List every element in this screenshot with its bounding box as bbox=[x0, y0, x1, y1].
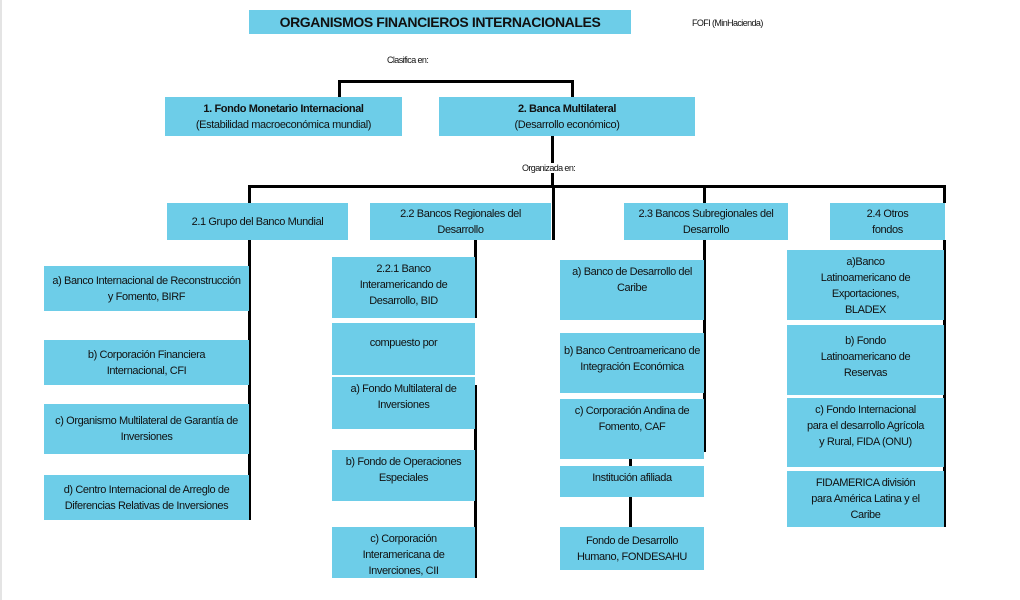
chart-title: ORGANISMOS FINANCIEROS INTERNACIONALES bbox=[279, 14, 601, 30]
list-item: c) Corporación Interamericana de Inverci… bbox=[332, 527, 475, 578]
item-label: a)Banco Latinoamericano de Exportaciones… bbox=[820, 256, 911, 316]
group-label: 2.3 Bancos Subregionales del Desarrollo bbox=[638, 207, 774, 236]
group-bancos-subregionales: 2.3 Bancos Subregionales del Desarrollo bbox=[624, 203, 788, 240]
list-item: d) Centro Internacional de Arreglo de Di… bbox=[44, 475, 249, 520]
item-label: c) Corporación Andina de Fomento, CAF bbox=[574, 405, 690, 433]
connector bbox=[248, 240, 251, 520]
item-label: b) Banco Centroamericano de Integración … bbox=[564, 345, 700, 373]
item-label: Fondo de Desarrollo Humano, FONDESAHU bbox=[577, 534, 687, 563]
connector bbox=[552, 185, 555, 240]
organized-label: Organizada en: bbox=[522, 163, 576, 173]
item-label: a) Banco de Desarrollo del Caribe bbox=[572, 266, 692, 294]
item-label: Institución afiliada bbox=[592, 472, 672, 484]
connector bbox=[474, 240, 477, 318]
list-item: a) Banco de Desarrollo del Caribe bbox=[560, 260, 704, 320]
item-label: c) Corporación Interamericana de Inverci… bbox=[362, 533, 445, 577]
connector bbox=[474, 385, 477, 578]
connector bbox=[248, 185, 946, 188]
group-label: 2.2 Bancos Regionales del Desarrollo bbox=[400, 207, 521, 236]
connector bbox=[338, 80, 574, 83]
list-item: c) Organismo Multilateral de Garantía de… bbox=[44, 404, 249, 454]
list-item: a) Fondo Multilateral de Inversiones bbox=[332, 377, 475, 429]
list-item: FIDAMERICA división para América Latina … bbox=[787, 471, 944, 527]
connector bbox=[571, 80, 574, 97]
list-item: 2.2.1 Banco Interamericando de Desarroll… bbox=[332, 257, 475, 318]
connector bbox=[943, 240, 946, 527]
list-item: b) Corporación Financiera Internacional,… bbox=[44, 340, 249, 385]
box-fmi-title: 1. Fondo Monetario Internacional bbox=[203, 102, 364, 115]
list-item: compuesto por bbox=[332, 323, 475, 375]
item-label: d) Centro Internacional de Arreglo de Di… bbox=[63, 483, 230, 512]
list-item: Fondo de Desarrollo Humano, FONDESAHU bbox=[560, 527, 704, 570]
group-bancos-regionales: 2.2 Bancos Regionales del Desarrollo bbox=[370, 203, 551, 240]
list-item: a) Banco Internacional de Reconstrucción… bbox=[44, 266, 249, 311]
box-banca-subtitle: (Desarrollo económico) bbox=[514, 118, 620, 131]
connector bbox=[338, 80, 341, 97]
connector bbox=[943, 185, 946, 203]
connector bbox=[551, 136, 554, 188]
connector bbox=[703, 240, 706, 452]
list-item: b) Banco Centroamericano de Integración … bbox=[560, 333, 704, 393]
group-label: 2.1 Grupo del Banco Mundial bbox=[191, 215, 324, 228]
list-item: c) Fondo Internacional para el desarroll… bbox=[787, 398, 944, 467]
item-label: compuesto por bbox=[369, 337, 438, 349]
list-item: Institución afiliada bbox=[560, 466, 704, 497]
box-fmi: 1. Fondo Monetario Internacional (Estabi… bbox=[165, 97, 402, 136]
item-label: b) Fondo de Operaciones Especiales bbox=[345, 456, 462, 484]
group-banco-mundial: 2.1 Grupo del Banco Mundial bbox=[167, 203, 348, 240]
item-label: 2.2.1 Banco Interamericando de Desarroll… bbox=[359, 263, 448, 307]
item-label: c) Fondo Internacional para el desarroll… bbox=[807, 404, 924, 448]
item-label: b) Fondo Latinoamericano de Reservas bbox=[820, 335, 911, 379]
list-item: b) Fondo de Operaciones Especiales bbox=[332, 450, 475, 501]
list-item: c) Corporación Andina de Fomento, CAF bbox=[560, 399, 704, 459]
item-label: b) Corporación Financiera Internacional,… bbox=[87, 348, 206, 377]
item-label: a) Fondo Multilateral de Inversiones bbox=[350, 383, 457, 411]
item-label: c) Organismo Multilateral de Garantía de… bbox=[55, 415, 238, 443]
item-label: a) Banco Internacional de Reconstrucción… bbox=[52, 274, 241, 303]
group-label: 2.4 Otros fondos bbox=[866, 207, 909, 236]
list-item: b) Fondo Latinoamericano de Reservas bbox=[787, 325, 944, 395]
list-item: a)Banco Latinoamericano de Exportaciones… bbox=[787, 250, 944, 320]
box-fmi-subtitle: (Estabilidad macroeconómica mundial) bbox=[195, 118, 372, 131]
source-label: FOFI (MinHacienda) bbox=[692, 18, 763, 28]
box-banca-title: 2. Banca Multilateral bbox=[518, 102, 616, 115]
connector bbox=[703, 185, 706, 203]
connector bbox=[248, 185, 251, 203]
classifies-label: Clasifica en: bbox=[387, 55, 429, 65]
group-otros-fondos: 2.4 Otros fondos bbox=[830, 203, 945, 240]
box-banca-multilateral: 2. Banca Multilateral (Desarrollo económ… bbox=[439, 97, 695, 136]
item-label: FIDAMERICA división para América Latina … bbox=[811, 477, 920, 521]
chart-title-box: ORGANISMOS FINANCIEROS INTERNACIONALES bbox=[249, 10, 631, 34]
